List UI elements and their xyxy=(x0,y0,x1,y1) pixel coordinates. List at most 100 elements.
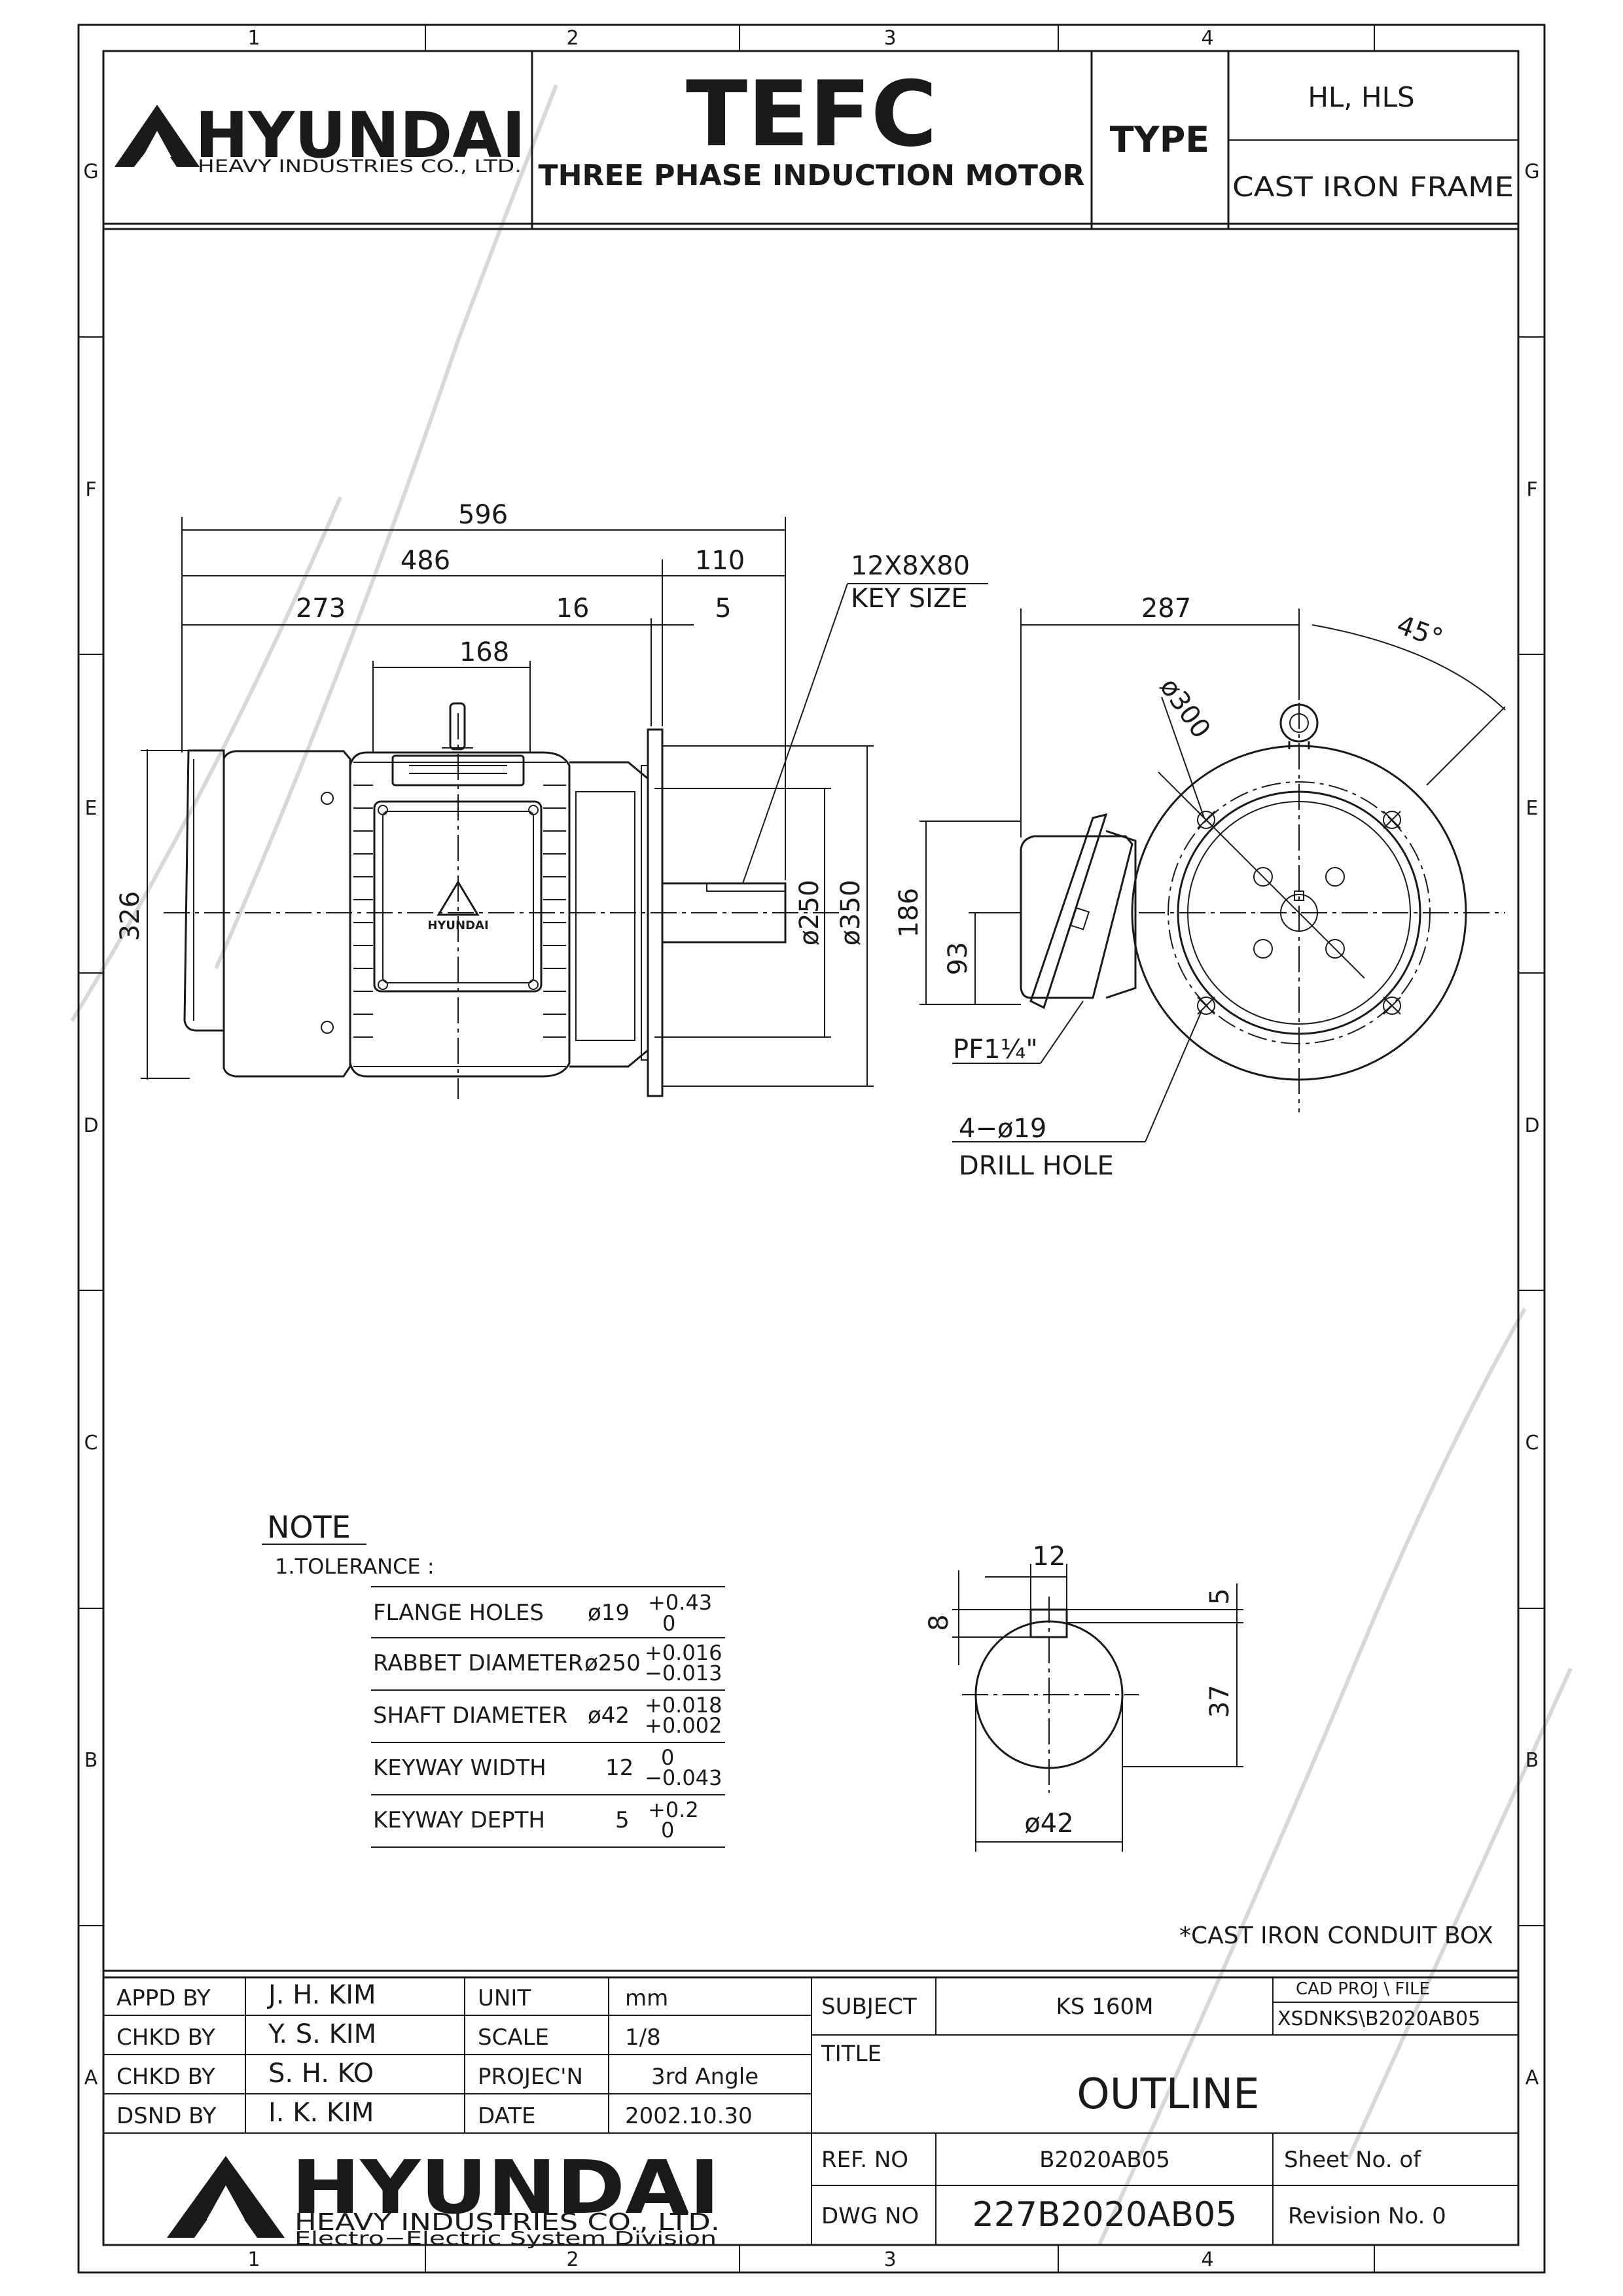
title-value: OUTLINE xyxy=(1077,2070,1259,2119)
ref-no-value: B2020AB05 xyxy=(1039,2147,1170,2173)
inner-frame xyxy=(102,50,1520,2246)
chkd2-label: CHKD BY xyxy=(116,2064,215,2090)
title-block-text: APPD BY J. H. KIM CHKD BY Y. S. KIM CHKD… xyxy=(116,1979,1480,2234)
header-logo: HYUNDAI HEAVY INDUSTRIES CO., LTD. xyxy=(115,99,526,177)
zone-col-2-bottom: 2 xyxy=(566,2248,579,2271)
zone-col-4-top: 4 xyxy=(1201,27,1213,50)
chkd1-value: Y. S. KIM xyxy=(268,2019,376,2049)
dim-16: 16 xyxy=(556,593,590,624)
scale-value: 1/8 xyxy=(625,2024,661,2051)
tol-keyway-depth-upper: +0.2 xyxy=(648,1797,699,1822)
dim-dia-250: ø250 xyxy=(794,880,825,946)
dsnd-label: DSND BY xyxy=(116,2103,217,2129)
scale-label: SCALE xyxy=(478,2024,549,2051)
tol-shaft-nominal: ø42 xyxy=(588,1703,630,1729)
conduit-pf-thread: PF1¼" xyxy=(953,1034,1038,1065)
watermark xyxy=(70,84,1573,2246)
conduit-note: *CAST IRON CONDUIT BOX xyxy=(1179,1922,1493,1949)
zone-labels: 1 2 3 4 1 2 3 4 G F E D C B A G F E D C … xyxy=(83,27,1539,2271)
note-block: NOTE 1.TOLERANCE : FLANGE HOLES ø19 +0.4… xyxy=(262,1510,725,1848)
drill-hole-count: 4−ø19 xyxy=(959,1114,1046,1144)
ref-no-label: REF. NO xyxy=(821,2147,908,2173)
revision-label: Revision No. 0 xyxy=(1288,2203,1446,2229)
tol-shaft-upper: +0.018 xyxy=(645,1693,722,1718)
dim-45-deg: 45° xyxy=(1393,610,1446,654)
note-title: NOTE xyxy=(267,1510,351,1545)
header-logo-sub: HEAVY INDUSTRIES CO., LTD. xyxy=(198,156,522,177)
header-block xyxy=(102,50,1520,230)
unit-label: UNIT xyxy=(478,1985,531,2011)
tol-keyway-width-lower: −0.043 xyxy=(645,1765,722,1790)
motor-logo-triangle-icon xyxy=(437,880,480,916)
key-size-label: KEY SIZE xyxy=(851,584,968,614)
dim-287: 287 xyxy=(1141,593,1191,624)
side-view-dimensions xyxy=(141,517,988,1087)
dim-273: 273 xyxy=(296,593,346,624)
dsnd-value: I. K. KIM xyxy=(268,2098,374,2128)
header-title-sub: THREE PHASE INDUCTION MOTOR xyxy=(539,159,1085,192)
tol-shaft-label: SHAFT DIAMETER xyxy=(373,1703,567,1729)
projection-value: 3rd Angle xyxy=(651,2064,758,2090)
shaft-dim-dia-42: ø42 xyxy=(1024,1809,1073,1839)
dim-5-flange: 5 xyxy=(715,593,731,624)
zone-row-e-right: E xyxy=(1526,797,1539,820)
zone-col-3-top: 3 xyxy=(883,27,896,50)
shaft-dim-37: 37 xyxy=(1205,1685,1235,1718)
date-value: 2002.10.30 xyxy=(625,2103,753,2129)
chkd1-label: CHKD BY xyxy=(116,2024,215,2051)
drill-hole-label: DRILL HOLE xyxy=(959,1151,1114,1181)
dim-486: 486 xyxy=(401,546,450,576)
zone-row-g-right: G xyxy=(1524,160,1539,183)
zone-row-g-left: G xyxy=(83,160,98,183)
zone-row-e-left: E xyxy=(85,797,98,820)
zone-row-d-left: D xyxy=(83,1114,98,1137)
zone-col-3-bottom: 3 xyxy=(883,2248,896,2271)
side-view: HYUNDAI xyxy=(164,702,844,1099)
dim-dia-300: ø300 xyxy=(1154,673,1217,744)
tol-flange-holes-nominal: ø19 xyxy=(588,1600,630,1626)
footer-logo-sub1: HEAVY INDUSTRIES CO., LTD. xyxy=(294,2209,720,2236)
header-title-tefc: TEFC xyxy=(686,62,937,167)
chkd2-value: S. H. KO xyxy=(268,2058,374,2089)
tol-keyway-width-nominal: 12 xyxy=(605,1755,633,1781)
side-view-dim-text: 596 486 110 273 16 5 168 326 ø250 ø350 1… xyxy=(115,500,970,945)
dim-186: 186 xyxy=(894,888,924,938)
tol-keyway-depth-nominal: 5 xyxy=(615,1807,630,1833)
tol-rabbet-label: RABBET DIAMETER xyxy=(373,1650,583,1676)
cad-proj-label: CAD PROJ \ FILE xyxy=(1296,1979,1430,1999)
zone-ticks xyxy=(79,25,1544,2272)
dim-596: 596 xyxy=(458,500,508,530)
projection-label: PROJEC'N xyxy=(478,2064,583,2090)
tol-flange-holes-label: FLANGE HOLES xyxy=(373,1600,544,1626)
motor-logo-mark: HYUNDAI xyxy=(427,919,488,932)
dim-93: 93 xyxy=(943,942,973,976)
tol-shaft-lower: +0.002 xyxy=(645,1713,722,1738)
title-block-logo: HYUNDAI HEAVY INDUSTRIES CO., LTD. Elect… xyxy=(167,2146,720,2249)
zone-row-d-right: D xyxy=(1524,1114,1539,1137)
outer-frame xyxy=(77,24,1546,2274)
shaft-section: 12 5 8 37 ø42 xyxy=(924,1542,1243,1852)
zone-row-b-right: B xyxy=(1525,1749,1539,1772)
dim-168: 168 xyxy=(459,637,509,667)
zone-col-1-top: 1 xyxy=(247,27,260,50)
shaft-dim-12: 12 xyxy=(1033,1542,1066,1572)
dwg-no-label: DWG NO xyxy=(821,2203,919,2229)
tol-keyway-width-upper: 0 xyxy=(661,1745,674,1770)
unit-value: mm xyxy=(625,1985,668,2011)
footer-hyundai-triangle-icon xyxy=(167,2156,285,2238)
zone-col-4-bottom: 4 xyxy=(1201,2248,1213,2271)
shaft-dim-8: 8 xyxy=(924,1614,954,1631)
appd-label: APPD BY xyxy=(116,1985,211,2011)
dim-326: 326 xyxy=(115,891,145,941)
cad-proj-value: XSDNKS\B2020AB05 xyxy=(1277,2007,1480,2030)
zone-row-f-right: F xyxy=(1526,478,1537,501)
date-label: DATE xyxy=(478,2103,535,2129)
tol-flange-holes-lower: 0 xyxy=(662,1611,675,1636)
dwg-no-value: 227B2020AB05 xyxy=(972,2195,1238,2234)
zone-row-c-right: C xyxy=(1525,1432,1539,1455)
appd-value: J. H. KIM xyxy=(266,1980,376,2010)
tol-rabbet-lower: −0.013 xyxy=(645,1661,722,1686)
footer-logo-word: HYUNDAI xyxy=(291,2146,720,2231)
key-size-value: 12X8X80 xyxy=(851,551,970,581)
